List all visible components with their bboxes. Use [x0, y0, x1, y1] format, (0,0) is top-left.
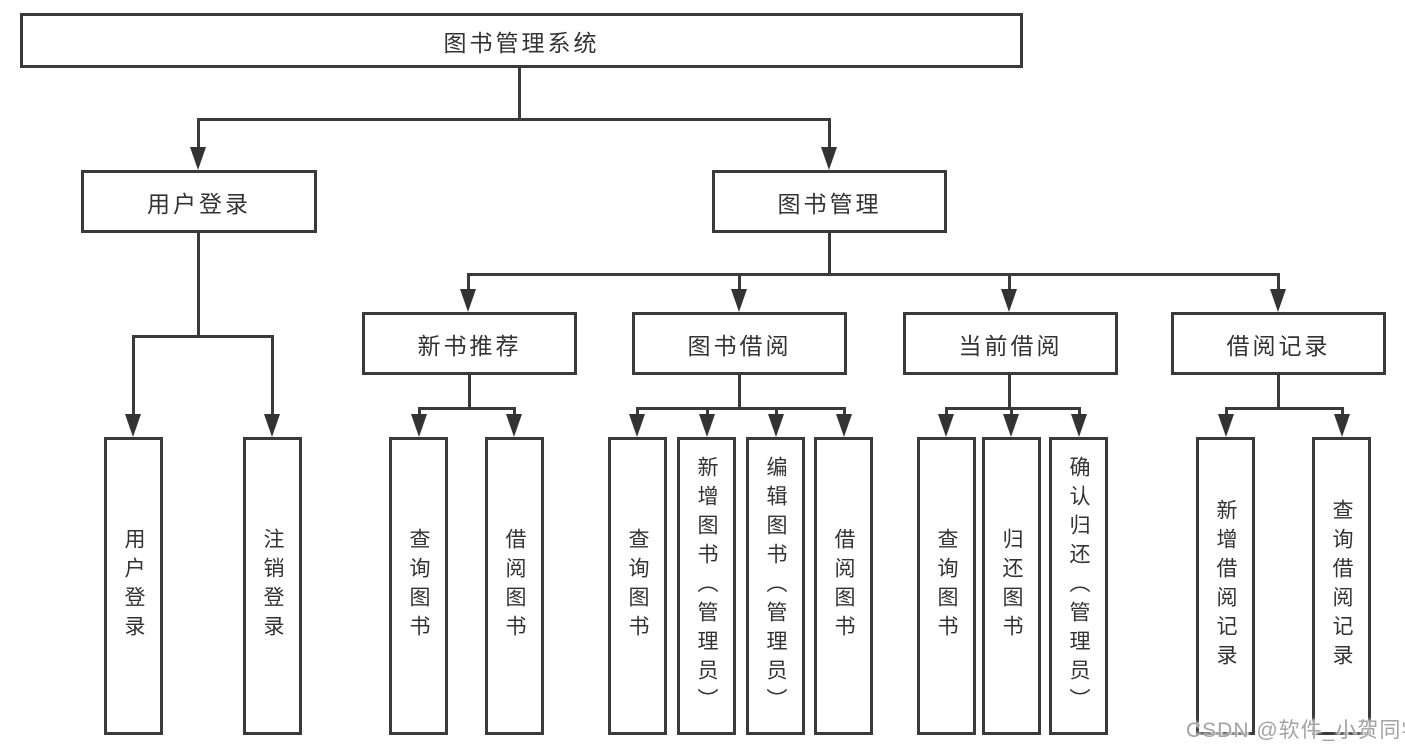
connector-line	[1008, 375, 1011, 409]
leaf-label: 编辑图书（管理员）	[764, 455, 787, 717]
node-borrowing-records: 借阅记录	[1171, 312, 1386, 375]
connector-line	[197, 118, 200, 154]
leaf-borrow-books: 借阅图书	[814, 437, 873, 735]
arrowhead-down-icon	[190, 147, 206, 170]
connector-line	[197, 118, 831, 121]
arrowhead-down-icon	[731, 289, 747, 312]
leaf-label: 查询图书	[407, 528, 430, 644]
connector-line	[518, 66, 521, 120]
connector-line	[1078, 407, 1081, 419]
arrowhead-down-icon	[1071, 414, 1087, 437]
leaf-label: 注销登录	[261, 528, 284, 644]
connector-line	[843, 407, 846, 419]
arrowhead-down-icon	[506, 414, 522, 437]
leaf-label: 查询图书	[626, 528, 649, 644]
connector-line	[738, 273, 741, 295]
leaf-label: 用户登录	[122, 528, 145, 644]
node-label: 用户登录	[147, 190, 251, 217]
node-book-borrowing: 图书借阅	[632, 312, 847, 375]
arrowhead-down-icon	[821, 147, 837, 170]
leaf-label: 查询借阅记录	[1330, 499, 1353, 673]
arrowhead-down-icon	[1218, 414, 1234, 437]
arrowhead-down-icon	[460, 289, 476, 312]
connector-line	[636, 407, 846, 410]
connector-line	[636, 407, 639, 419]
leaf-logout: 注销登录	[243, 437, 302, 735]
arrowhead-down-icon	[1003, 414, 1019, 437]
connector-line	[738, 375, 741, 409]
arrowhead-down-icon	[629, 414, 645, 437]
leaf-confirm-return-admin: 确认归还（管理员）	[1049, 437, 1108, 735]
node-label: 借阅记录	[1226, 332, 1331, 359]
connector-line	[1225, 407, 1344, 410]
connector-line	[1010, 407, 1013, 419]
leaf-label: 借阅图书	[503, 528, 526, 644]
arrowhead-down-icon	[836, 414, 852, 437]
node-label: 图书借阅	[687, 332, 792, 359]
leaf-label: 新增借阅记录	[1214, 499, 1237, 673]
leaf-user-login: 用户登录	[104, 437, 163, 735]
arrowhead-down-icon	[938, 414, 954, 437]
arrowhead-down-icon	[411, 414, 427, 437]
connector-line	[132, 335, 274, 338]
leaf-query-books-recommend: 查询图书	[389, 437, 448, 735]
connector-line	[197, 233, 200, 337]
connector-line	[132, 335, 135, 419]
connector-line	[945, 407, 948, 419]
leaf-label: 确认归还（管理员）	[1067, 455, 1090, 717]
node-label: 图书管理	[777, 190, 882, 217]
node-library-management-system: 图书管理系统	[20, 13, 1023, 68]
connector-line	[828, 118, 831, 154]
connector-line	[1277, 273, 1280, 295]
leaf-query-books-borrow: 查询图书	[608, 437, 667, 735]
leaf-query-books-current: 查询图书	[917, 437, 976, 735]
leaf-label: 归还图书	[1000, 528, 1023, 644]
leaf-return-book: 归还图书	[982, 437, 1041, 735]
arrowhead-down-icon	[768, 414, 784, 437]
connector-line	[945, 407, 1081, 410]
connector-line	[1008, 273, 1011, 295]
connector-line	[706, 407, 709, 419]
connector-line	[468, 375, 471, 409]
node-label: 图书管理系统	[443, 29, 600, 56]
connector-line	[1341, 407, 1344, 419]
leaf-borrow-books-recommend: 借阅图书	[485, 437, 544, 735]
connector-line	[1277, 375, 1280, 409]
leaf-add-book-admin: 新增图书（管理员）	[677, 437, 736, 735]
node-book-management: 图书管理	[712, 170, 947, 233]
connector-line	[467, 273, 470, 295]
connector-line	[418, 407, 516, 410]
leaf-edit-book-admin: 编辑图书（管理员）	[746, 437, 805, 735]
connector-line	[775, 407, 778, 419]
arrowhead-down-icon	[1270, 289, 1286, 312]
node-new-book-recommendation: 新书推荐	[362, 312, 577, 375]
arrowhead-down-icon	[1334, 414, 1350, 437]
connector-line	[513, 407, 516, 419]
node-label: 新书推荐	[417, 332, 522, 359]
connector-line	[418, 407, 421, 419]
arrowhead-down-icon	[699, 414, 715, 437]
csdn-watermark: CSDN @软件_小贺同学	[1186, 719, 1405, 742]
arrowhead-down-icon	[125, 414, 141, 437]
leaf-query-borrow-record: 查询借阅记录	[1312, 437, 1371, 735]
leaf-label: 借阅图书	[832, 528, 855, 644]
connector-line	[1225, 407, 1228, 419]
leaf-label: 新增图书（管理员）	[695, 455, 718, 717]
leaf-label: 查询图书	[935, 528, 958, 644]
leaf-add-borrow-record: 新增借阅记录	[1196, 437, 1255, 735]
node-label: 当前借阅	[958, 332, 1063, 359]
connector-line	[467, 273, 1280, 276]
connector-line	[828, 233, 831, 276]
arrowhead-down-icon	[1001, 289, 1017, 312]
arrowhead-down-icon	[264, 414, 280, 437]
node-user-login: 用户登录	[81, 170, 317, 233]
node-current-borrowing: 当前借阅	[903, 312, 1118, 375]
connector-line	[271, 335, 274, 419]
